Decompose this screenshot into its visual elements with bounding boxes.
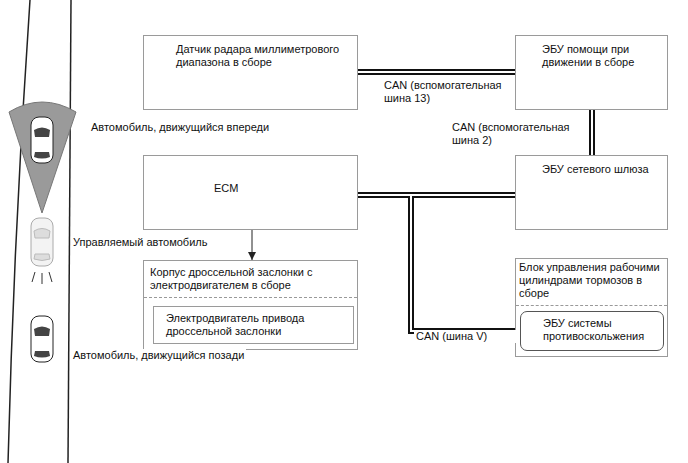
dashed-divider xyxy=(144,297,357,298)
can-bus-core xyxy=(591,110,593,155)
ecu-box: ЭБУ системы противоскольжения xyxy=(520,311,664,351)
rear-car xyxy=(31,316,53,362)
box-label: ЭБУ сетевого шлюза xyxy=(542,163,661,176)
can-bus-line xyxy=(589,110,595,155)
road-edge xyxy=(68,0,71,463)
road-edge xyxy=(8,0,30,463)
dashed-divider xyxy=(516,305,667,306)
box-label: Электродвигатель привода дроссельной зас… xyxy=(166,312,347,338)
radar-cone xyxy=(9,102,76,213)
bus-label: CAN (вспомогательная шина 2) xyxy=(450,121,582,147)
box-label: Корпус дроссельной заслонки с электродви… xyxy=(150,266,351,292)
component-box: Датчик радара миллиметрового диапазона в… xyxy=(143,35,358,110)
bus-label: CAN (вспомогательная шина 13) xyxy=(382,79,514,105)
can-bus-core xyxy=(358,71,515,73)
component-box: ЭБУ сетевого шлюза xyxy=(515,155,668,230)
component-box: Блок управления рабочими цилиндрами торм… xyxy=(515,258,668,357)
managed-car xyxy=(31,218,53,284)
component-box: ЭБУ помощи при движении в сборе xyxy=(515,35,668,110)
box-label: Блок управления рабочими цилиндрами торм… xyxy=(519,261,661,300)
box-label: ЭБУ системы противоскольжения xyxy=(543,317,657,343)
box-label: ECM xyxy=(214,182,349,195)
bus-label: CAN (шина V) xyxy=(414,330,518,343)
can-bus-core xyxy=(358,195,520,331)
can-bus-line xyxy=(358,195,520,331)
component-box: Электродвигатель привода дроссельной зас… xyxy=(153,306,354,344)
vehicle-label: Автомобиль, движущийся позади xyxy=(71,349,246,362)
front-car xyxy=(31,117,53,163)
box-label: ЭБУ помощи при движении в сборе xyxy=(542,43,661,69)
component-box: ECM xyxy=(143,155,358,230)
vehicle-label: Управляемый автомобиль xyxy=(71,236,209,249)
vehicle-label: Автомобиль, движущийся впереди xyxy=(89,121,271,134)
box-label: Датчик радара миллиметрового диапазона в… xyxy=(176,43,349,69)
component-box: Корпус дроссельной заслонки с электродви… xyxy=(143,260,358,350)
can-bus-line xyxy=(358,69,515,75)
control-arrow xyxy=(252,230,253,260)
